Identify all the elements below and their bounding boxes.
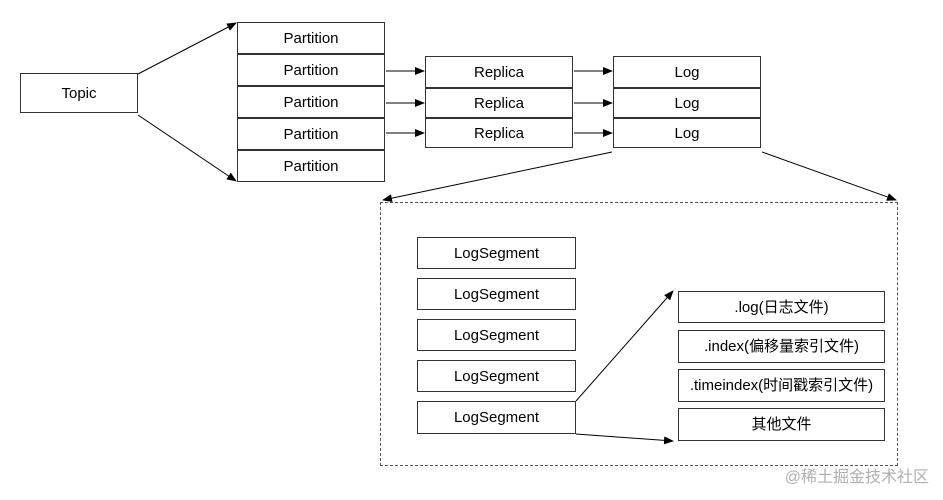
replica-box: Replica (425, 88, 573, 118)
arrow-topic-to-last-partition (137, 114, 237, 182)
file-box-index: .index(偏移量索引文件) (678, 330, 885, 363)
log-segment-box: LogSegment (417, 360, 576, 392)
partition-box: Partition (237, 54, 385, 86)
file-box-log: .log(日志文件) (678, 291, 885, 323)
log-segment-box: LogSegment (417, 319, 576, 351)
arrow-segment-to-files-bottom (575, 433, 674, 445)
log-segment-box: LogSegment (417, 278, 576, 310)
partition-box: Partition (237, 86, 385, 118)
arrow-topic-to-first-partition (137, 22, 237, 75)
log-detail-group (380, 202, 898, 466)
replica-box: Replica (425, 118, 573, 148)
log-segment-box: LogSegment (417, 401, 576, 434)
watermark: @稀土掘金技术社区 (784, 469, 929, 486)
arrow-log-to-group-right (761, 151, 897, 201)
file-box-other: 其他文件 (678, 408, 885, 441)
log-segment-box: LogSegment (417, 237, 576, 269)
log-box: Log (613, 56, 761, 88)
replica-box: Replica (425, 56, 573, 88)
topic-box: Topic (20, 73, 138, 113)
partition-box: Partition (237, 118, 385, 150)
partition-box: Partition (237, 150, 385, 182)
partition-box: Partition (237, 22, 385, 54)
file-box-timeindex: .timeindex(时间戳索引文件) (678, 369, 885, 402)
log-box: Log (613, 88, 761, 118)
arrow-segment-to-files-top (575, 290, 674, 402)
log-box: Log (613, 118, 761, 148)
arrow-log-to-group-left (382, 151, 613, 203)
